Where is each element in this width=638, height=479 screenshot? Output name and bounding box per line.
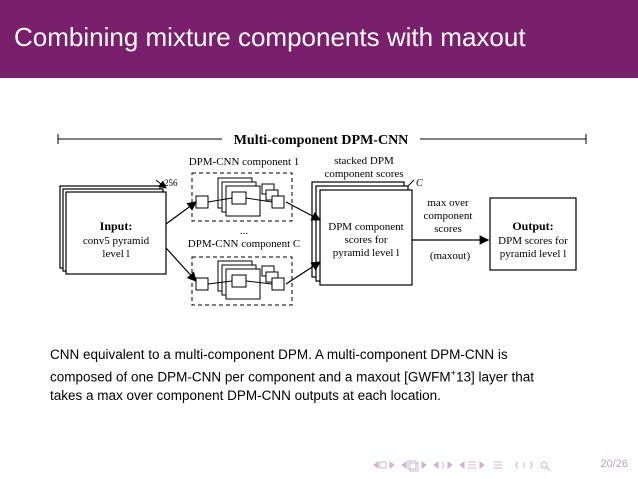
nav-left-icon[interactable] [373, 461, 395, 469]
stack-depth-label: C [416, 178, 423, 189]
input-to-component1-arrow [165, 201, 197, 225]
output-line2: pyramid level l [500, 248, 567, 260]
component-ellipsis: ... [240, 225, 249, 237]
page-number: 20/26 [600, 458, 628, 470]
caption-line2: composed of one DPM-CNN per component an… [50, 364, 590, 387]
nav-frame-icon[interactable] [401, 460, 427, 472]
channels-label: 256 [164, 178, 178, 188]
scores-stack [311, 181, 413, 286]
componentC-label: DPM-CNN component C [188, 238, 300, 250]
input-line2: level l [102, 248, 129, 260]
component1-to-stack-arrow [285, 201, 322, 221]
stacked-line2: component scores [324, 168, 403, 180]
nav-search-icon[interactable] [540, 461, 551, 471]
caption-line3: takes a max over component DPM-CNN outpu… [50, 387, 441, 403]
input-title: Input: [100, 219, 133, 233]
caption-line2-end: 13] layer that [455, 369, 534, 385]
maxover-line3: scores [434, 223, 462, 235]
componentC-filters [195, 260, 285, 300]
title-bar: Combining mixture components with maxout [0, 0, 638, 78]
caption: CNN equivalent to a multi-component DPM.… [50, 346, 590, 405]
beamer-nav-bar [373, 460, 551, 472]
input-stack [59, 185, 167, 275]
nav-right-icon[interactable] [433, 461, 453, 469]
stacked-line1: stacked DPM [334, 155, 394, 167]
component1-label: DPM-CNN component 1 [189, 156, 300, 168]
output-line1: DPM scores for [498, 235, 568, 247]
slide-title: Combining mixture components with maxout [14, 22, 526, 52]
nav-subsection-icon[interactable] [459, 461, 485, 469]
caption-line1: CNN equivalent to a multi-component DPM.… [50, 347, 508, 362]
maxover-line1: max over [427, 197, 469, 209]
output-box [489, 197, 577, 271]
diagram-header: Multi-component DPM-CNN [234, 133, 409, 148]
dpm-cnn-diagram: Multi-component DPM-CNN Input: conv5 pyr… [57, 133, 587, 306]
scores-line2: scores for [344, 234, 387, 246]
scores-line1: DPM component [328, 221, 403, 233]
maxout-label: (maxout) [430, 250, 471, 262]
caption-line2-start: composed of one DPM-CNN per component an… [50, 369, 451, 385]
nav-section-icon[interactable] [494, 461, 502, 469]
stack-depth-tick [407, 179, 415, 187]
input-line1: conv5 pyramid [83, 235, 150, 247]
channels-arrow [155, 179, 167, 189]
header-bracket [57, 134, 587, 144]
nav-align-icon[interactable] [515, 461, 533, 469]
scores-line3: pyramid level l [333, 247, 400, 259]
component1-box [191, 172, 293, 222]
caption-superscript: + [450, 368, 456, 378]
component1-filters [195, 177, 285, 217]
maxover-line2: component [424, 210, 473, 222]
input-to-componentC-arrow [165, 247, 197, 282]
componentC-box [191, 256, 293, 306]
componentC-to-stack-arrow [285, 261, 322, 285]
output-title: Output: [512, 219, 553, 233]
